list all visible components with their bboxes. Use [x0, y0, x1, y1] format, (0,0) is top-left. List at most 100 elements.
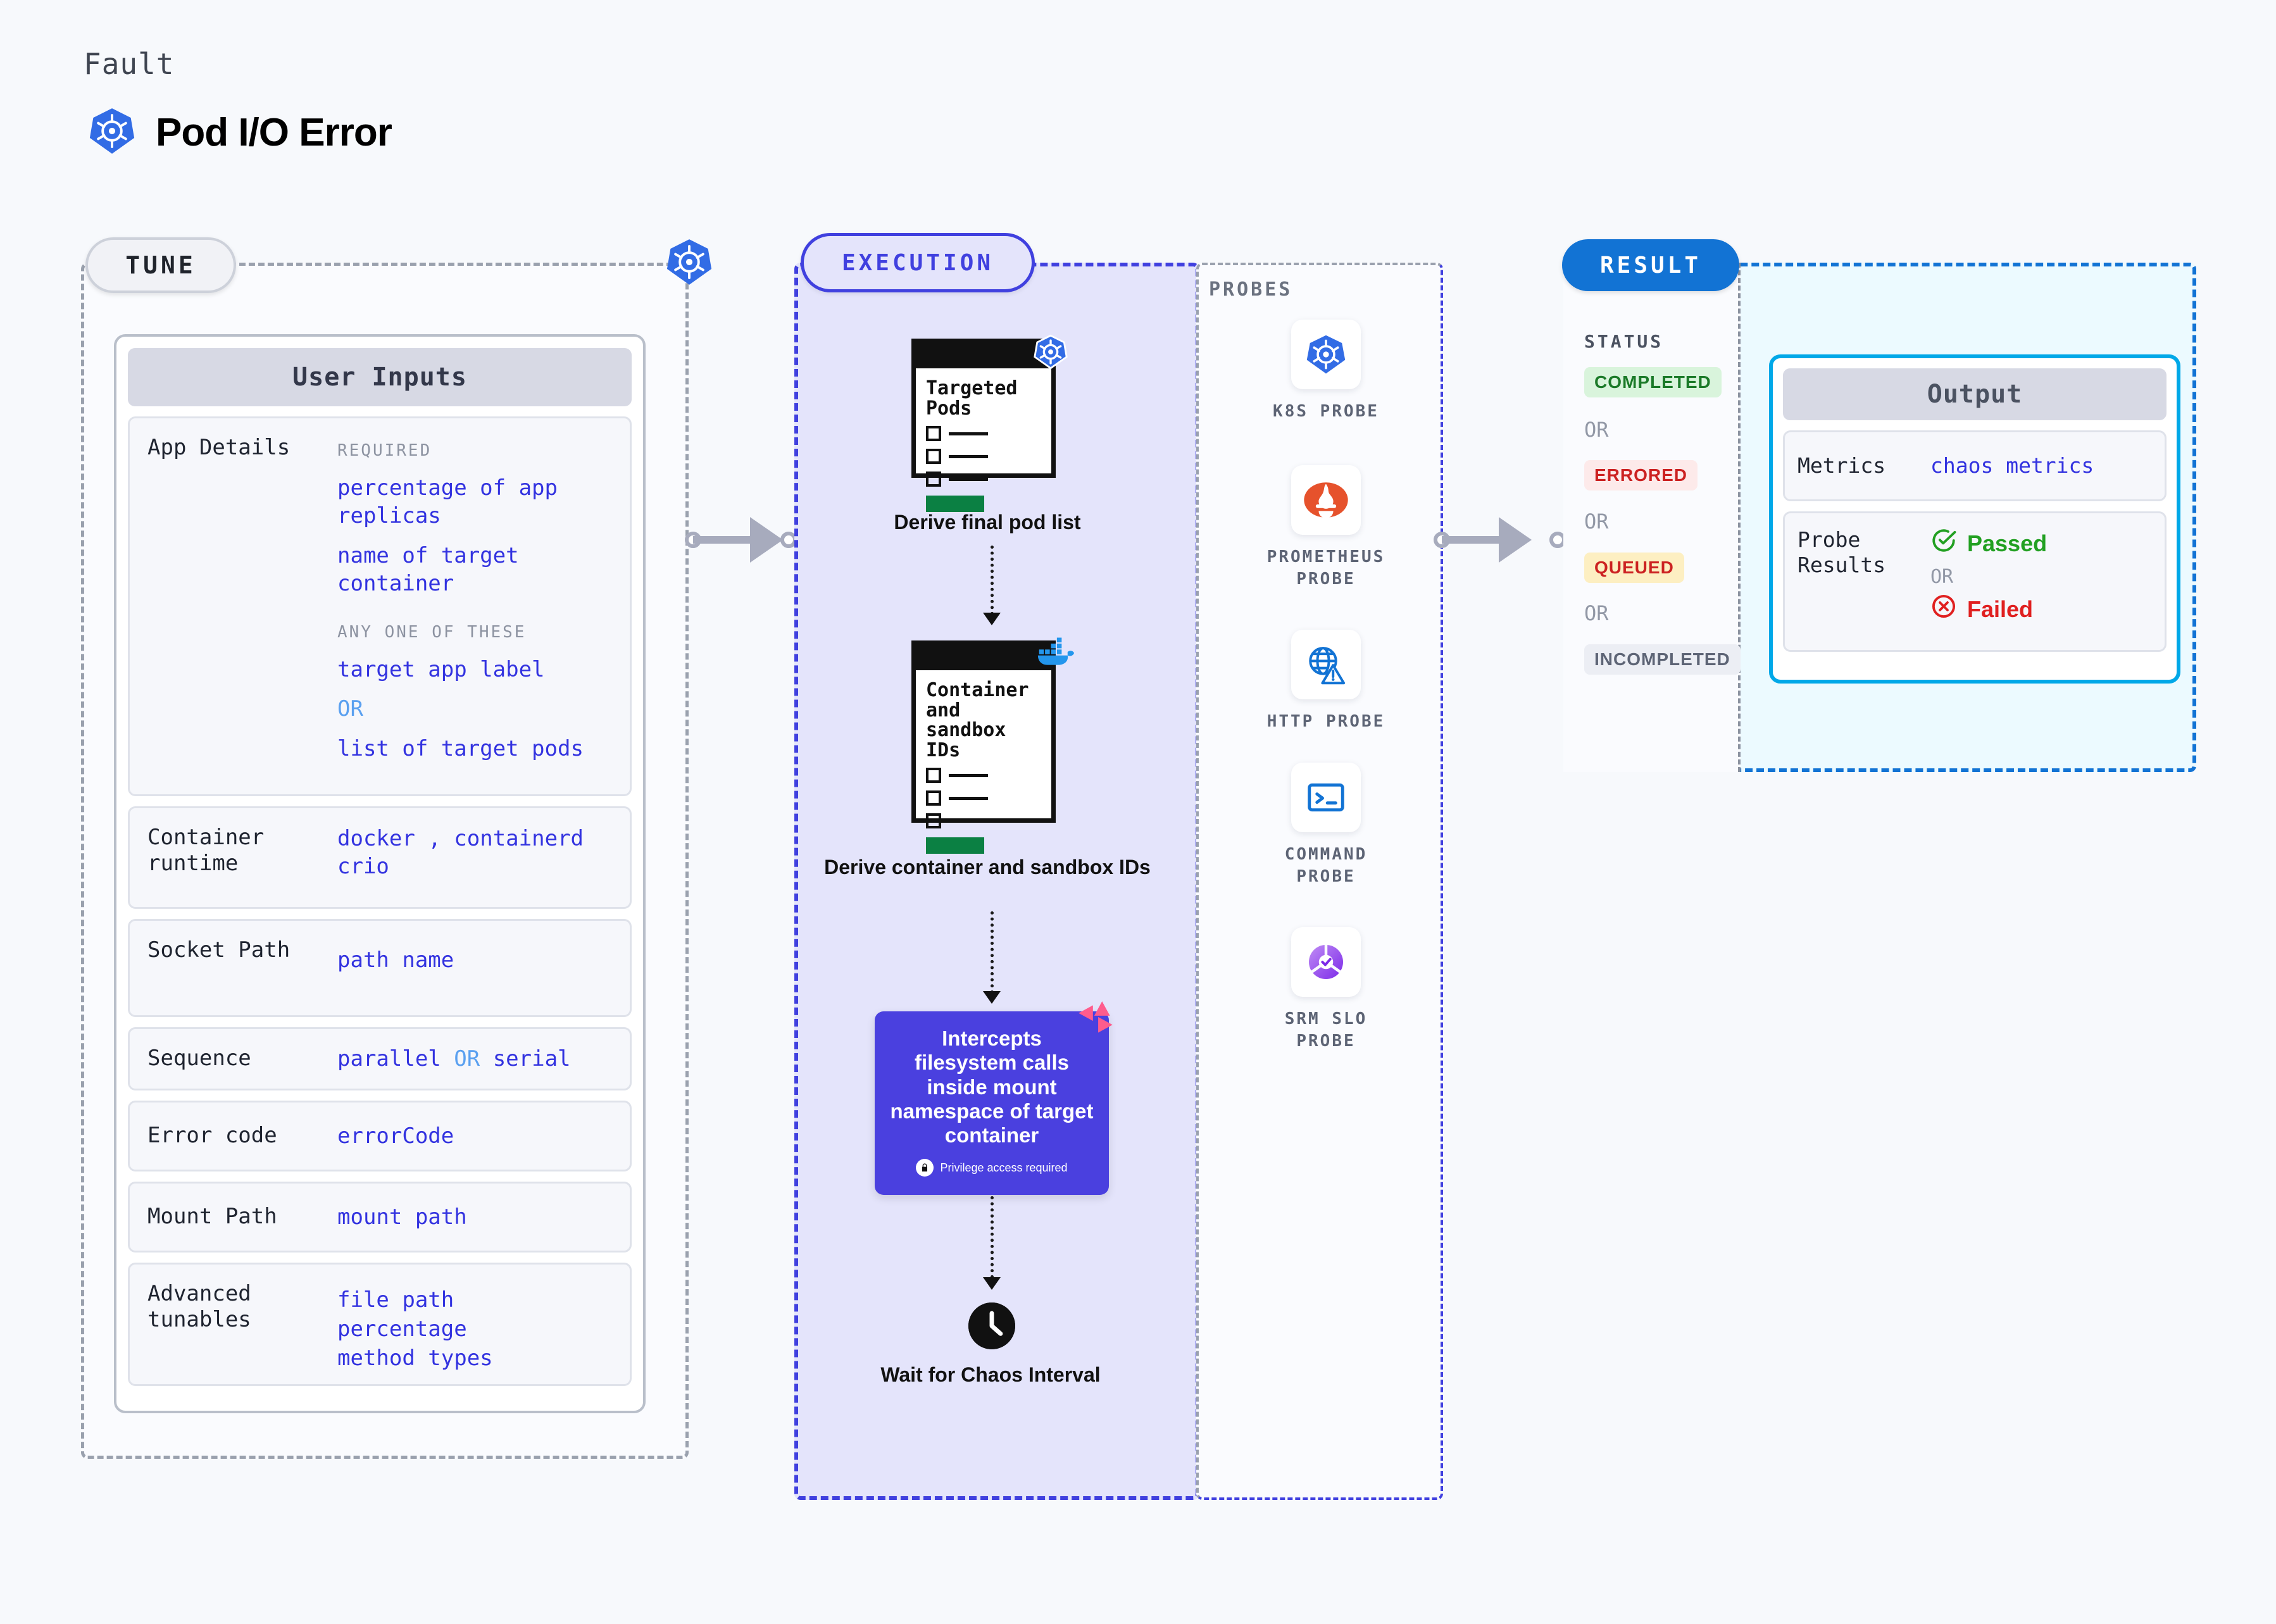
fault-title-row: Pod I/O Error — [87, 106, 392, 159]
input-value: parallel — [337, 1046, 441, 1071]
execution-stage-pill[interactable]: EXECUTION — [801, 233, 1035, 292]
input-value: crio — [337, 854, 389, 880]
card-title: Container and sandbox IDs — [926, 679, 1029, 761]
kubernetes-icon — [1291, 320, 1361, 389]
tune-stage-pill[interactable]: TUNE — [85, 237, 236, 293]
targeted-pods-card: Targeted Pods — [911, 339, 1056, 512]
flow-arrow — [983, 1277, 1001, 1290]
input-value: docker — [337, 826, 415, 851]
or-separator: OR — [1930, 565, 1954, 588]
row-value: parallel OR serial — [337, 1045, 613, 1073]
flow-connector — [991, 911, 994, 994]
execution-panel — [794, 263, 1199, 1500]
or-separator: OR — [454, 1046, 480, 1071]
kubernetes-icon — [1033, 334, 1068, 373]
probe-srm-slo[interactable]: SRM SLO PROBE — [1263, 927, 1389, 1052]
row-value: errorCode — [337, 1122, 613, 1150]
row-value: docker , containerd crio — [337, 825, 613, 890]
row-value: mount path — [337, 1203, 613, 1231]
status-badge: INCOMPLETED — [1584, 644, 1741, 675]
progress-bar — [926, 837, 984, 854]
probe-label: K8S PROBE — [1273, 402, 1379, 421]
passed-label: Passed — [1967, 530, 2048, 557]
input-value: method types — [337, 1345, 493, 1371]
step-caption: Wait for Chaos Interval — [880, 1363, 1101, 1386]
privilege-note-label: Privilege access required — [940, 1161, 1068, 1174]
table-row: Mount Path mount path — [128, 1182, 632, 1252]
table-row: Error code errorCode — [128, 1101, 632, 1171]
list-item — [926, 449, 1042, 464]
output-value: chaos metrics — [1930, 453, 2094, 478]
user-inputs-card: User Inputs App Details REQUIRED percent… — [114, 334, 646, 1413]
terminal-icon — [1291, 763, 1361, 832]
flow-arrow — [983, 991, 1001, 1004]
progress-bar — [926, 496, 984, 512]
list-item — [926, 790, 1042, 806]
connector-line — [693, 536, 766, 544]
prometheus-icon — [1291, 465, 1361, 535]
probes-caption: PROBES — [1209, 278, 1293, 301]
row-label: App Details — [147, 435, 291, 460]
connector-line — [1442, 536, 1515, 544]
step-caption: Derive container and sandbox IDs — [824, 856, 1151, 878]
input-value: percentage of app replicas — [337, 475, 558, 529]
input-value: mount path — [337, 1204, 467, 1230]
input-value: file path — [337, 1287, 454, 1313]
inject-description: Intercepts filesystem calls inside mount… — [890, 1027, 1094, 1147]
row-label: Mount Path — [147, 1204, 277, 1230]
probe-k8s[interactable]: K8S PROBE — [1263, 320, 1389, 423]
table-row: Sequence parallel OR serial — [128, 1027, 632, 1090]
input-value: target app label — [337, 657, 545, 683]
row-value: Passed OR Failed — [1930, 527, 2152, 636]
table-row: Socket Path path name — [128, 919, 632, 1017]
list-item — [926, 813, 1042, 828]
table-row: Metrics chaos metrics — [1783, 430, 2167, 501]
probe-prometheus[interactable]: PROMETHEUS PROBE — [1263, 465, 1389, 590]
input-value: percentage — [337, 1316, 467, 1342]
srm-slo-icon — [1291, 927, 1361, 997]
flow-connector — [991, 1196, 994, 1278]
input-value: name of target container — [337, 542, 519, 596]
card-top-bar — [916, 645, 1051, 670]
row-value: path name — [337, 937, 613, 999]
table-row: Container runtime docker , containerd cr… — [128, 806, 632, 909]
failed-label: Failed — [1967, 596, 2034, 622]
output-title: Output — [1783, 368, 2167, 420]
row-value: REQUIRED percentage of app replicas name… — [337, 435, 613, 763]
input-value: path name — [337, 947, 454, 973]
or-separator: OR — [337, 696, 363, 722]
input-value: containerd — [454, 826, 584, 851]
or-separator: OR — [1584, 418, 1609, 442]
row-label: Container runtime — [147, 825, 265, 877]
probe-label: SRM SLO PROBE — [1284, 1009, 1368, 1051]
connector-arrow — [750, 517, 783, 563]
connector-arrow — [1499, 517, 1532, 563]
lock-icon — [916, 1159, 934, 1177]
probe-http[interactable]: HTTP PROBE — [1263, 630, 1389, 733]
step-caption: Derive final pod list — [894, 511, 1081, 534]
table-row: App Details REQUIRED percentage of app r… — [128, 416, 632, 796]
row-label: Socket Path — [147, 937, 291, 963]
probe-result-passed: Passed — [1930, 527, 2152, 561]
status-badge: QUEUED — [1584, 553, 1684, 583]
row-value: chaos metrics — [1930, 453, 2152, 480]
privilege-note: Privilege access required — [889, 1159, 1095, 1177]
output-card: Output Metrics chaos metrics Probe Resul… — [1769, 354, 2180, 684]
fault-eyebrow: Fault — [84, 47, 175, 81]
probe-label: HTTP PROBE — [1266, 712, 1385, 731]
result-stage-pill[interactable]: RESULT — [1562, 239, 1739, 291]
container-sandbox-card: Container and sandbox IDs — [911, 640, 1056, 854]
check-circle-icon — [1930, 527, 1957, 561]
card-top-bar — [916, 343, 1051, 368]
or-separator: OR — [1584, 509, 1609, 534]
required-caption: REQUIRED — [337, 441, 432, 460]
anyone-caption: ANY ONE OF THESE — [337, 622, 527, 642]
x-circle-icon — [1930, 593, 1957, 627]
kubernetes-icon — [665, 237, 714, 287]
litmus-icon — [1076, 999, 1118, 1044]
probe-command[interactable]: COMMAND PROBE — [1263, 763, 1389, 888]
probe-label: COMMAND PROBE — [1284, 845, 1368, 887]
chaos-inject-card: Intercepts filesystem calls inside mount… — [875, 1011, 1109, 1195]
row-label: Sequence — [147, 1046, 251, 1071]
clock-icon — [968, 1302, 1015, 1349]
